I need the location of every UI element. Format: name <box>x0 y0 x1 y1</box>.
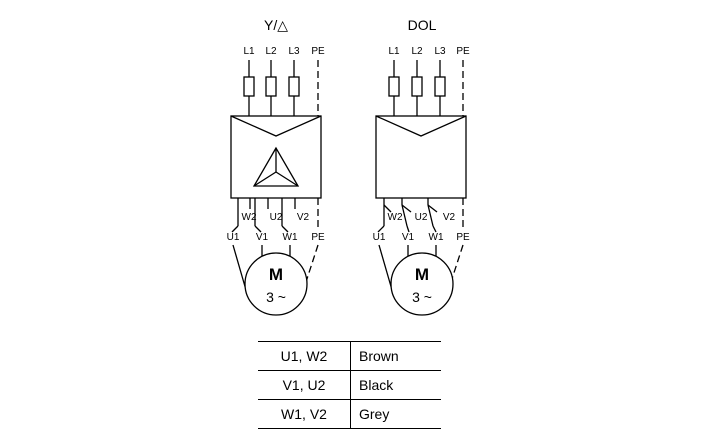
terminal-v1-label: V1 <box>402 232 415 243</box>
terminal-u1-label: U1 <box>373 232 386 243</box>
wire-color-cell: Brown <box>350 341 441 371</box>
supply-lines <box>248 60 319 116</box>
supply-l1-label: L1 <box>388 46 400 57</box>
supply-l2-label: L2 <box>411 46 423 57</box>
fuse-l1-icon <box>388 76 400 97</box>
terminal-pe-label: PE <box>311 232 325 243</box>
terminal-pair-cell: U1, W2 <box>258 341 351 371</box>
fuse-icons <box>388 76 446 97</box>
motor-phase-label: 3 ~ <box>412 289 432 305</box>
fuse-l2-icon <box>265 76 277 97</box>
fuse-icons <box>243 76 300 97</box>
fuse-l3-icon <box>288 76 300 97</box>
dol-diagram: DOL L1 L2 L3 PE <box>373 17 470 316</box>
starter-box <box>230 115 322 199</box>
terminal-u2-label: U2 <box>270 212 283 223</box>
star-delta-title: Y/△ <box>264 17 288 33</box>
supply-l2-label: L2 <box>265 46 277 57</box>
terminal-w2-label: W2 <box>388 212 403 223</box>
star-delta-diagram: Y/△ L1 L2 L3 PE <box>227 17 325 316</box>
dol-title: DOL <box>408 17 437 33</box>
terminal-u1-label: U1 <box>227 232 240 243</box>
motor-icon: M 3 ~ <box>390 252 454 316</box>
terminal-pe-label: PE <box>456 232 470 243</box>
table-row: U1, W2 Brown <box>258 341 441 371</box>
output-lines <box>377 198 464 233</box>
fuse-l3-icon <box>434 76 446 97</box>
delta-triangle-icon <box>252 146 300 187</box>
terminal-u2-label: U2 <box>415 212 428 223</box>
terminal-pair-cell: V1, U2 <box>258 370 351 400</box>
wire-color-cell: Black <box>350 370 441 400</box>
output-lines <box>231 198 319 233</box>
fuse-l1-icon <box>243 76 255 97</box>
terminal-pair-cell: W1, V2 <box>258 399 351 429</box>
supply-l1-label: L1 <box>243 46 255 57</box>
wire-color-table: U1, W2 Brown V1, U2 Black W1, V2 Grey <box>258 341 441 429</box>
motor-label: M <box>415 265 429 284</box>
supply-l3-label: L3 <box>288 46 300 57</box>
terminal-v1-label: V1 <box>256 232 269 243</box>
supply-l3-label: L3 <box>434 46 446 57</box>
fuse-l2-icon <box>411 76 423 97</box>
supply-pe-label: PE <box>456 46 470 57</box>
terminal-v2-label: V2 <box>443 212 456 223</box>
motor-phase-label: 3 ~ <box>266 289 286 305</box>
table-row: W1, V2 Grey <box>258 399 441 429</box>
table-row: V1, U2 Black <box>258 370 441 400</box>
supply-pe-label: PE <box>311 46 325 57</box>
wire-color-cell: Grey <box>350 399 441 429</box>
motor-label: M <box>269 265 283 284</box>
terminal-w1-label: W1 <box>283 232 298 243</box>
terminal-w1-label: W1 <box>429 232 444 243</box>
starter-box <box>375 115 467 199</box>
terminal-v2-label: V2 <box>297 212 310 223</box>
supply-lines <box>393 60 464 116</box>
terminal-w2-label: W2 <box>242 212 257 223</box>
motor-icon: M 3 ~ <box>244 252 308 316</box>
